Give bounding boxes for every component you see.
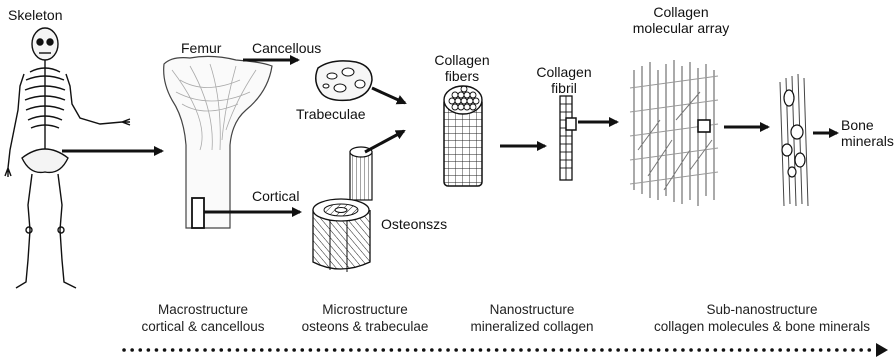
collagen-fibers-label-line1: Collagen xyxy=(422,52,502,68)
scale-detail: cortical & cancellous xyxy=(126,318,280,335)
scale-detail: collagen molecules & bone minerals xyxy=(634,318,890,335)
collagen-fibril-label-line2: fibril xyxy=(526,80,602,96)
femur-label: Femur xyxy=(181,40,221,56)
collagen-fibers-icon xyxy=(444,86,482,186)
collagen-fibers-label: Collagen fibers xyxy=(422,52,502,84)
collagen-fibril-label: Collagen fibril xyxy=(526,64,602,96)
skeleton-label: Skeleton xyxy=(8,7,62,23)
cortical-label: Cortical xyxy=(252,188,299,204)
scale-detail: osteons & trabeculae xyxy=(290,318,440,335)
scale-detail: mineralized collagen xyxy=(452,318,612,335)
trabeculae-icon xyxy=(316,61,372,101)
scale-subnanostructure: Sub-nanostructure collagen molecules & b… xyxy=(634,301,890,335)
bone-minerals-label-line1: Bone xyxy=(841,117,894,133)
osteons-label: Osteonszs xyxy=(381,216,447,232)
trabeculae-label: Trabeculae xyxy=(296,106,366,122)
scale-macrostructure: Macrostructure cortical & cancellous xyxy=(126,301,280,335)
scale-name: Sub-nanostructure xyxy=(634,301,890,318)
arrow-osteon-fibers xyxy=(365,131,404,152)
skeleton-icon xyxy=(5,28,130,288)
arrow-trabeculae-fibers xyxy=(372,88,405,103)
bone-minerals-label: Bone minerals xyxy=(841,117,894,149)
collagen-fibril-icon xyxy=(560,96,576,180)
scale-name: Nanostructure xyxy=(452,301,612,318)
cancellous-label: Cancellous xyxy=(252,40,321,56)
bone-minerals-icon xyxy=(780,74,808,206)
scale-name: Microstructure xyxy=(290,301,440,318)
scale-nanostructure: Nanostructure mineralized collagen xyxy=(452,301,612,335)
scale-microstructure: Microstructure osteons & trabeculae xyxy=(290,301,440,335)
collagen-molecular-array-icon xyxy=(630,60,718,206)
collagen-fibril-label-line1: Collagen xyxy=(526,64,602,80)
bone-minerals-label-line2: minerals xyxy=(841,133,894,149)
molecular-array-label-line1: Collagen xyxy=(626,4,736,20)
molecular-array-label: Collagen molecular array xyxy=(626,4,736,36)
molecular-array-label-line2: molecular array xyxy=(626,20,736,36)
osteon-icon xyxy=(313,147,372,272)
dotted-arrow-icon xyxy=(124,343,888,357)
collagen-fibers-label-line2: fibers xyxy=(422,68,502,84)
scale-name: Macrostructure xyxy=(126,301,280,318)
